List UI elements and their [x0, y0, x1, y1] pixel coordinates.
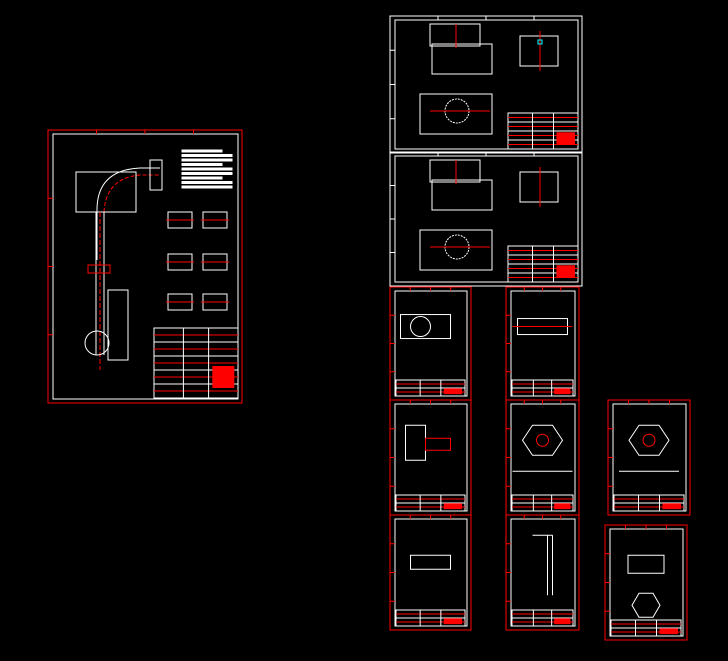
detail-sheet-4[interactable] — [505, 399, 580, 516]
sheet-frame — [394, 19, 579, 150]
part-outline — [400, 314, 451, 340]
title-block-stamp — [659, 628, 678, 635]
title-block-stamp — [443, 618, 463, 625]
sheet-frame — [394, 155, 579, 283]
notes-line — [181, 154, 233, 157]
title-block-stamp — [662, 503, 681, 510]
part-body — [431, 43, 493, 75]
base-plate — [107, 289, 129, 361]
plate-view — [419, 93, 493, 135]
title-block-stamp — [554, 503, 571, 510]
sheet-border — [389, 399, 472, 516]
sheet-border — [505, 286, 580, 401]
detail-sheet-2[interactable] — [505, 286, 580, 401]
notes-line — [181, 158, 233, 162]
part-view-top — [429, 23, 481, 47]
detail-sheet-7[interactable] — [505, 514, 580, 631]
flange — [87, 264, 111, 274]
section-view — [519, 35, 559, 67]
detail-sheet-5[interactable] — [607, 399, 691, 516]
bore-circle — [536, 433, 549, 447]
notes-line — [181, 176, 223, 180]
sheet-border — [505, 399, 580, 516]
section-view — [519, 171, 559, 203]
title-block-stamp — [556, 132, 575, 145]
title-block-stamp — [443, 388, 463, 395]
part-outline — [627, 554, 665, 574]
part-view-top — [429, 159, 481, 183]
sheet-border — [604, 524, 688, 641]
sheet-border — [389, 286, 472, 401]
detail-sheet-1[interactable] — [389, 286, 472, 401]
support-plate — [75, 171, 137, 213]
highlight-marker — [537, 39, 543, 45]
bore-circle — [410, 316, 431, 338]
notes-line — [181, 172, 233, 175]
detail-sheet-6[interactable] — [389, 514, 472, 631]
detail-sheet-3[interactable] — [389, 399, 472, 516]
foot-circle — [84, 330, 110, 356]
title-block-stamp — [212, 366, 235, 388]
bore-circle — [642, 433, 656, 447]
notes-line — [181, 149, 223, 153]
hex-outline — [628, 424, 670, 456]
notes-line — [181, 181, 233, 184]
top-bracket — [149, 159, 163, 191]
title-block-stamp — [443, 503, 463, 510]
detail-sheet-8[interactable] — [604, 524, 688, 641]
part-body — [431, 179, 493, 211]
notes-line — [181, 163, 223, 166]
sheet-border — [505, 514, 580, 631]
pipe-centerline — [103, 174, 160, 260]
hex-outline — [631, 592, 661, 618]
title-block-stamp — [556, 265, 575, 278]
part-sheet-a2[interactable] — [389, 151, 583, 287]
hex-outline — [521, 424, 564, 456]
part-outline — [410, 554, 451, 570]
sheet-border — [607, 399, 691, 516]
pipe-bend — [96, 167, 160, 260]
notes-line — [181, 167, 233, 171]
plate-view — [419, 229, 493, 271]
assembly-sheet[interactable] — [47, 129, 243, 404]
sheet-border — [47, 129, 243, 404]
sheet-border — [389, 514, 472, 631]
title-block-stamp — [554, 618, 571, 625]
title-block-stamp — [554, 388, 571, 395]
section-hatch — [425, 437, 451, 451]
part-outline — [405, 424, 426, 461]
part-sheet-a1[interactable] — [389, 15, 583, 154]
notes-line — [181, 185, 233, 189]
